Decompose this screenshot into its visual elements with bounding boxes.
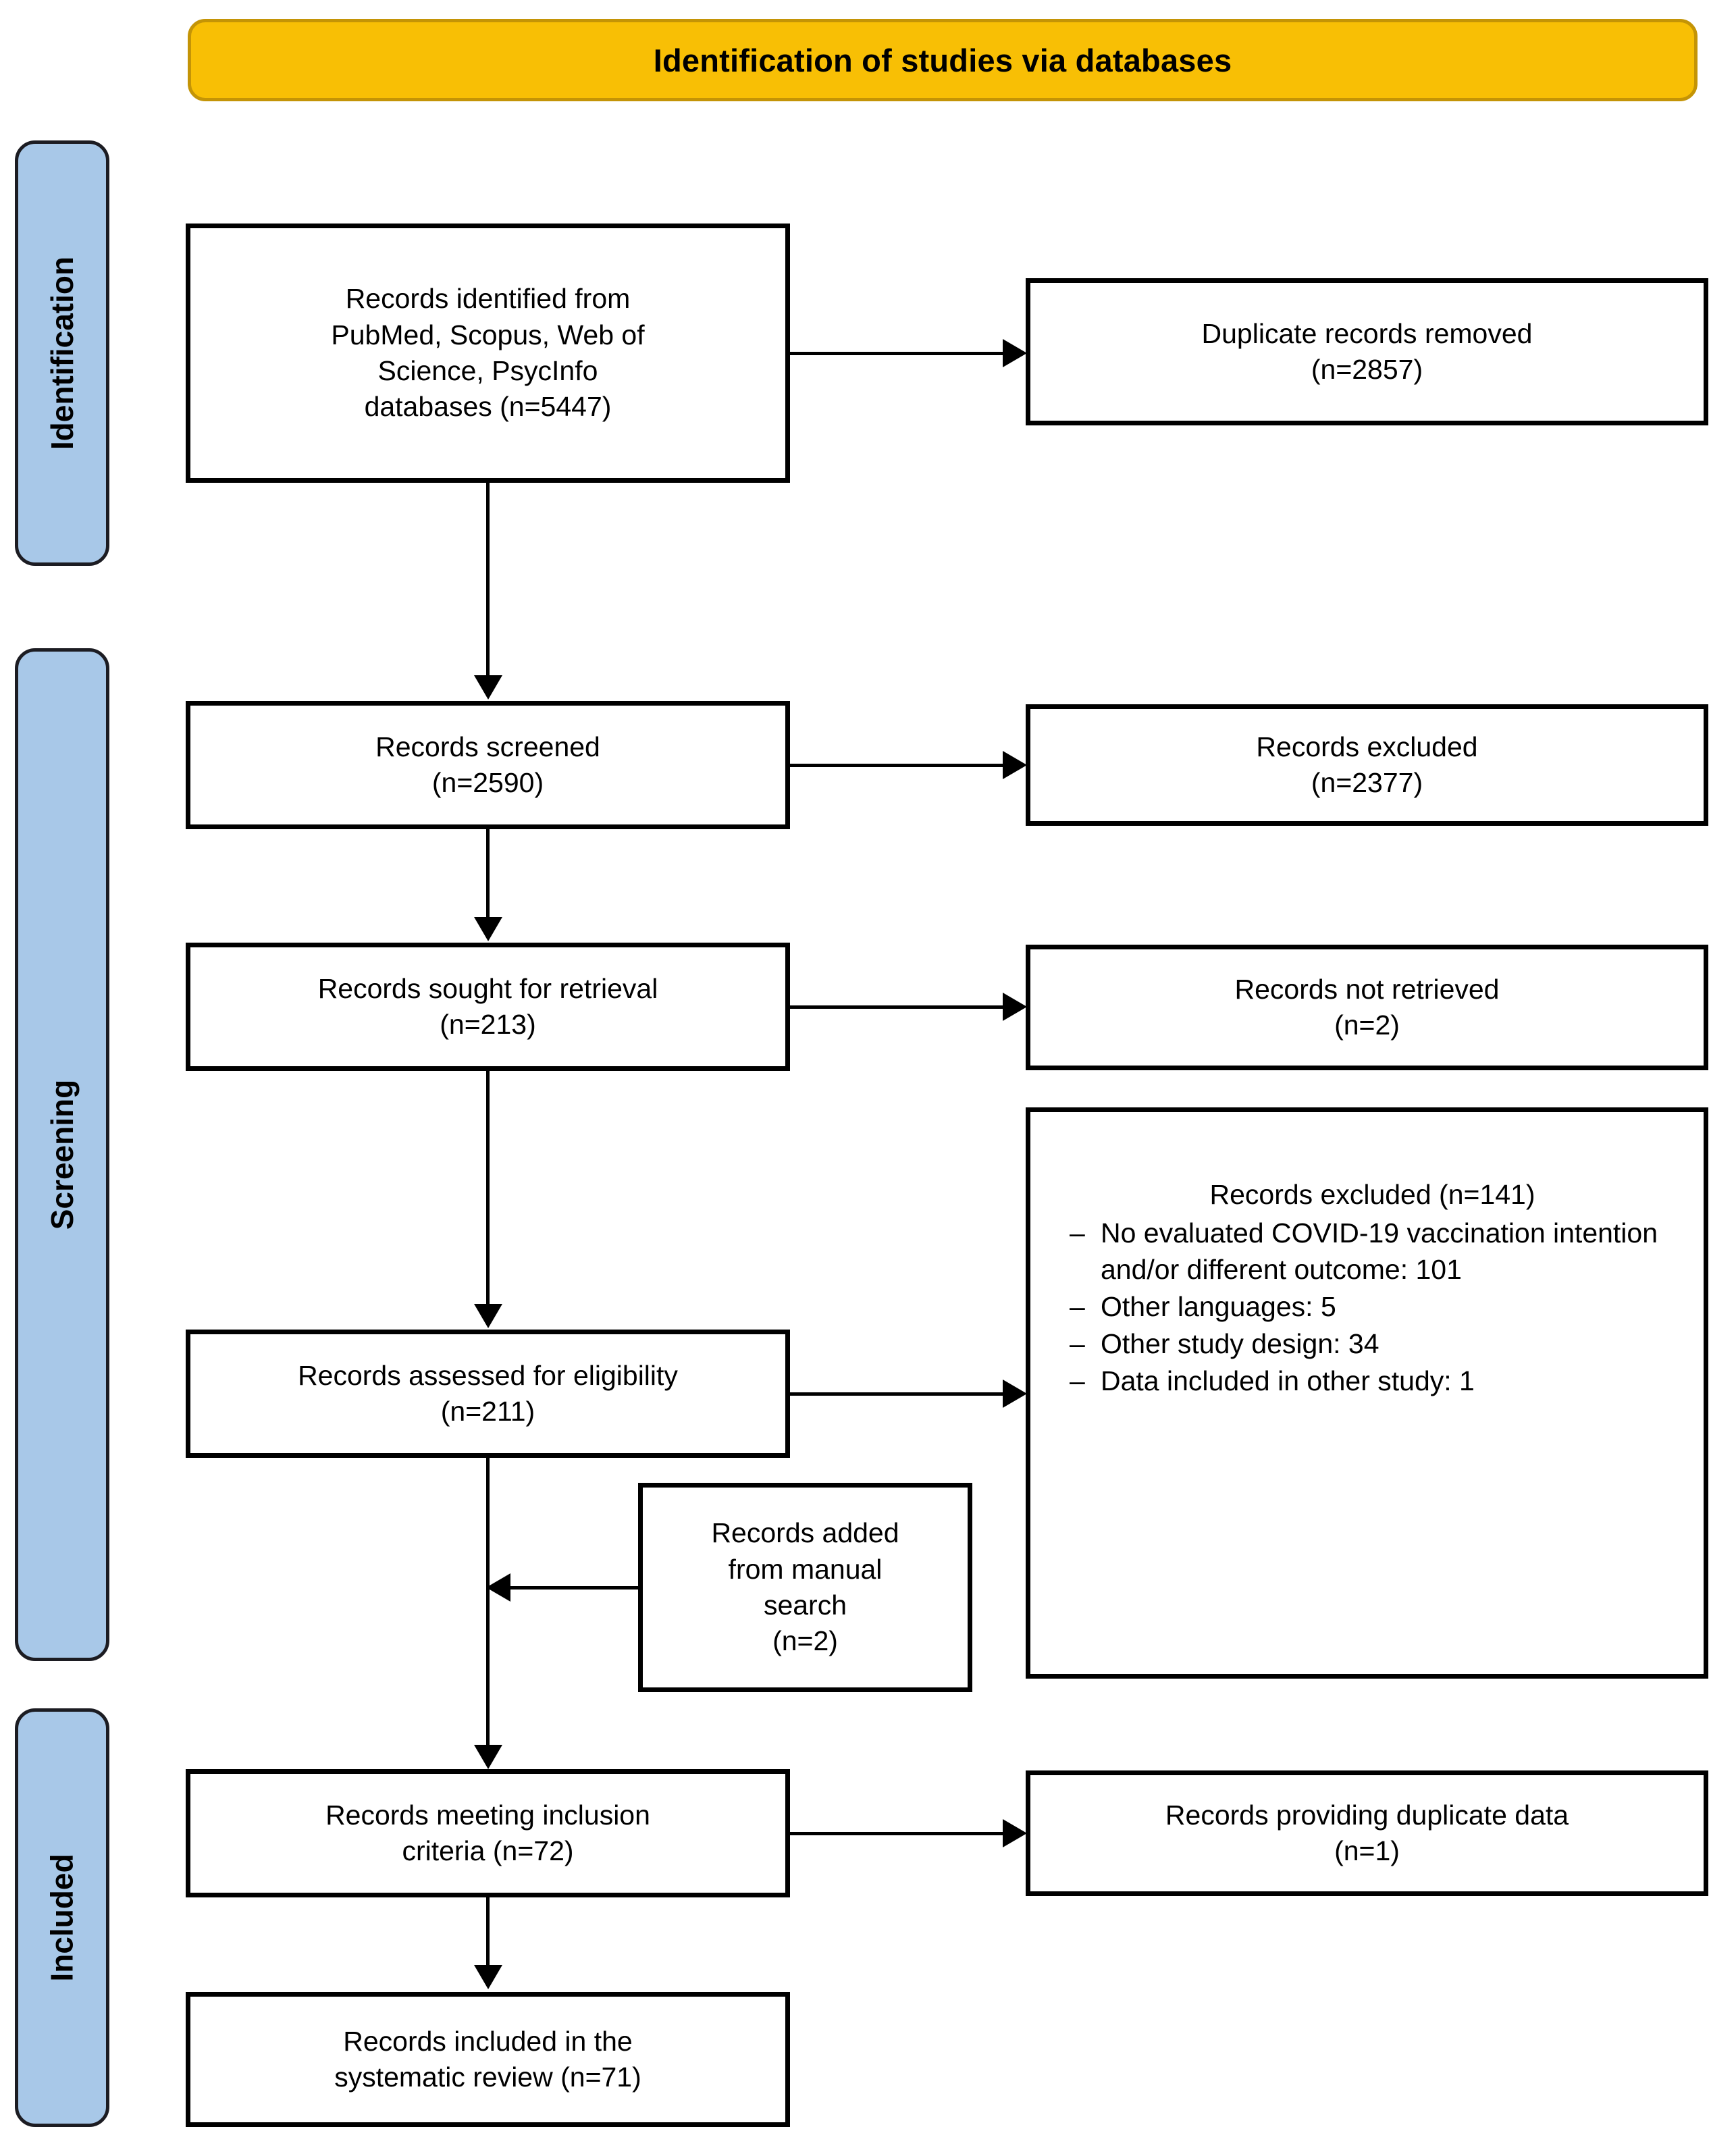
list-item: – Other study design: 34 [1059, 1326, 1686, 1362]
box-records-excluded-screened-text: Records excluded (n=2377) [1256, 731, 1478, 798]
connector-assessed-to-excluded-detail [790, 1392, 1003, 1396]
stage-bar-screening: Screening [15, 648, 109, 1661]
dash-bullet-icon: – [1070, 1365, 1085, 1397]
connector-inclusion-to-included-review [486, 1897, 490, 1972]
arrowhead-to-included-review [474, 1965, 502, 1989]
dash-bullet-icon: – [1070, 1328, 1085, 1360]
stage-label-included: Included [45, 1854, 80, 1982]
box-records-assessed-eligibility: Records assessed for eligibility (n=211) [186, 1330, 790, 1458]
connector-screened-to-sought [486, 829, 490, 924]
box-records-sought-retrieval-text: Records sought for retrieval (n=213) [317, 972, 658, 1040]
box-records-added-manual-search: Records added from manual search (n=2) [638, 1483, 972, 1692]
box-records-identified: Records identified from PubMed, Scopus, … [186, 224, 790, 483]
list-item-label: No evaluated COVID-19 vaccination intent… [1101, 1217, 1658, 1285]
box-records-excluded-detail: Records excluded (n=141) – No evaluated … [1026, 1107, 1708, 1679]
box-records-assessed-eligibility-text: Records assessed for eligibility (n=211) [298, 1359, 678, 1427]
arrowhead-to-excluded-detail [1003, 1380, 1027, 1408]
box-records-added-manual-search-text: Records added from manual search (n=2) [711, 1517, 899, 1657]
stage-bar-identification: Identification [15, 140, 109, 566]
box-records-included-review-text: Records included in the systematic revie… [334, 2025, 641, 2093]
connector-identified-to-screened [486, 483, 490, 682]
arrowhead-to-stem-from-manual-search [486, 1573, 510, 1602]
box-records-screened-text: Records screened (n=2590) [375, 731, 600, 798]
arrowhead-to-duplicates [1003, 339, 1027, 367]
box-records-meeting-inclusion-text: Records meeting inclusion criteria (n=72… [325, 1799, 650, 1866]
list-item: – Data included in other study: 1 [1059, 1363, 1686, 1399]
connector-identified-to-duplicates [790, 352, 1003, 355]
arrowhead-to-excluded-screened [1003, 751, 1027, 779]
connector-sought-to-assessed [486, 1071, 490, 1311]
box-records-included-review: Records included in the systematic revie… [186, 1992, 790, 2127]
box-duplicate-records-removed-text: Duplicate records removed (n=2857) [1201, 317, 1533, 385]
list-item: – No evaluated COVID-19 vaccination inte… [1059, 1215, 1686, 1288]
box-records-identified-text: Records identified from PubMed, Scopus, … [331, 283, 645, 423]
stage-label-screening: Screening [45, 1079, 80, 1230]
box-records-excluded-screened: Records excluded (n=2377) [1026, 704, 1708, 826]
connector-inclusion-to-duplicate-data [790, 1832, 1003, 1835]
arrowhead-to-meeting-inclusion [474, 1745, 502, 1769]
box-records-sought-retrieval: Records sought for retrieval (n=213) [186, 943, 790, 1071]
arrowhead-to-duplicate-data [1003, 1819, 1027, 1847]
box-records-duplicate-data: Records providing duplicate data (n=1) [1026, 1770, 1708, 1896]
list-item-label: Other languages: 5 [1101, 1290, 1336, 1322]
connector-assessed-to-meeting-inclusion [486, 1458, 490, 1752]
stage-bar-included: Included [15, 1708, 109, 2127]
box-records-not-retrieved: Records not retrieved (n=2) [1026, 945, 1708, 1070]
connector-sought-to-not-retrieved [790, 1005, 1003, 1009]
dash-bullet-icon: – [1070, 1217, 1085, 1249]
box-duplicate-records-removed: Duplicate records removed (n=2857) [1026, 278, 1708, 425]
arrowhead-to-not-retrieved [1003, 993, 1027, 1021]
arrowhead-to-sought [474, 917, 502, 941]
banner-title: Identification of studies via databases [653, 42, 1232, 78]
stage-label-identification: Identification [45, 256, 80, 450]
excluded-detail-list: – No evaluated COVID-19 vaccination inte… [1059, 1215, 1686, 1399]
arrowhead-to-assessed [474, 1304, 502, 1328]
connector-screened-to-excluded [790, 764, 1003, 767]
box-records-screened: Records screened (n=2590) [186, 701, 790, 829]
arrowhead-to-screened [474, 675, 502, 700]
header-banner: Identification of studies via databases [188, 19, 1698, 101]
excluded-detail-heading: Records excluded (n=141) [1209, 1179, 1535, 1210]
box-records-meeting-inclusion: Records meeting inclusion criteria (n=72… [186, 1769, 790, 1897]
dash-bullet-icon: – [1070, 1290, 1085, 1322]
list-item-label: Other study design: 34 [1101, 1328, 1379, 1360]
list-item: – Other languages: 5 [1059, 1289, 1686, 1325]
connector-manual-search-to-stem [510, 1586, 640, 1590]
box-records-not-retrieved-text: Records not retrieved (n=2) [1234, 973, 1500, 1041]
box-records-duplicate-data-text: Records providing duplicate data (n=1) [1165, 1799, 1569, 1866]
list-item-label: Data included in other study: 1 [1101, 1365, 1475, 1397]
